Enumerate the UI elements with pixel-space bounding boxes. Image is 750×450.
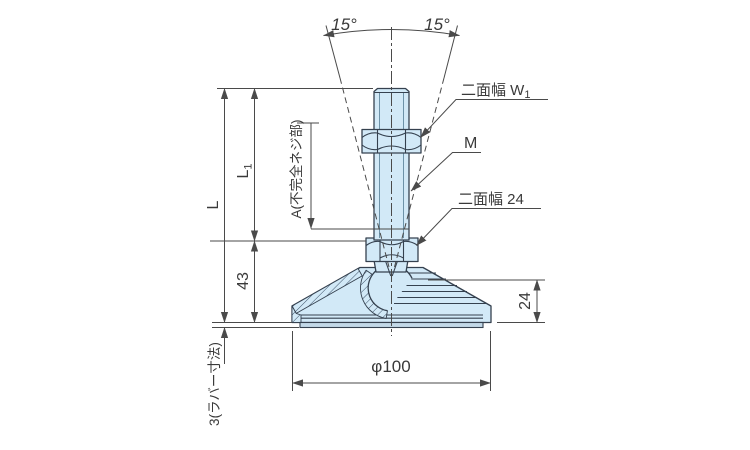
- dim-24: 24: [517, 279, 541, 323]
- angle-right-label: 15°: [424, 15, 450, 34]
- dim-L: L: [205, 88, 229, 323]
- dim-43-label: 43: [235, 272, 252, 290]
- callout-flats-24: 二面幅 24: [416, 191, 541, 246]
- dim-L1: L1: [235, 88, 259, 242]
- callout-flats24-label: 二面幅 24: [458, 191, 524, 208]
- callout-w1: 二面幅 W1: [420, 82, 548, 138]
- callout-m-label: M: [464, 135, 477, 152]
- dim-24-label: 24: [517, 292, 534, 310]
- base-step-lines: [394, 272, 487, 305]
- pivot-lines: [384, 260, 399, 277]
- dim-43: 43: [235, 240, 259, 323]
- dim-L-label: L: [205, 200, 222, 209]
- callout-w1-label: 二面幅 W1: [461, 82, 530, 101]
- dim-dia100: φ100: [292, 357, 491, 387]
- dim-3-label: 3(ラバー寸法): [207, 342, 222, 426]
- angle-left-label: 15°: [331, 15, 357, 34]
- dim-dia100-label: φ100: [371, 357, 410, 376]
- dim-L1-label: L1: [235, 163, 255, 178]
- callout-thread-m: M: [410, 135, 481, 192]
- angle-dimension: 15° 15°: [323, 15, 460, 38]
- dim-A: A(不完全ネジ部): [288, 120, 315, 229]
- dim-A-label: A(不完全ネジ部): [288, 120, 304, 219]
- dim-3-rubber: 3(ラバー寸法): [207, 327, 229, 426]
